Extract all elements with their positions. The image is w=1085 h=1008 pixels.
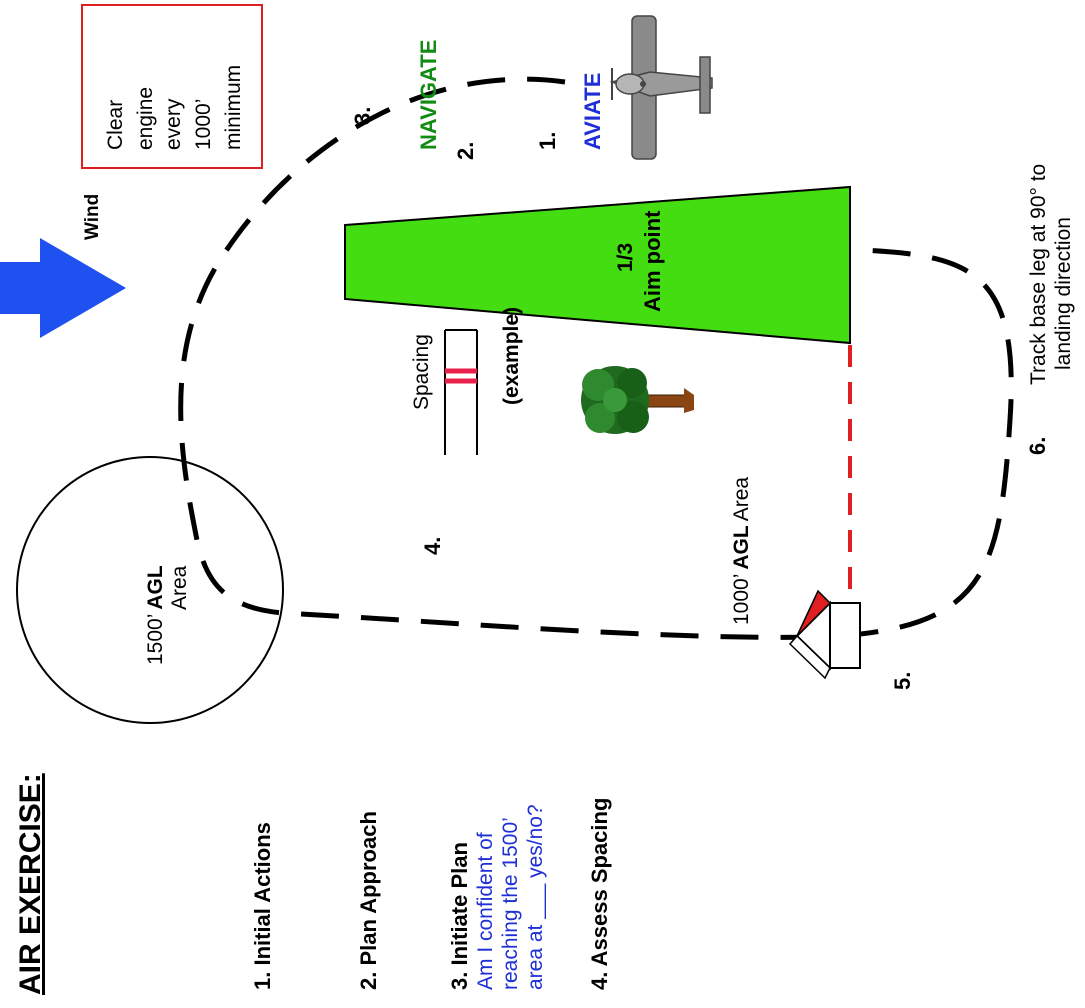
step-number-5: 5. — [890, 672, 915, 690]
aim-point-fraction: 1/3 — [614, 243, 637, 272]
clear-engine-line-5: minimum — [222, 65, 245, 150]
circle-area-label: Area — [168, 565, 191, 610]
step-number-4: 4. — [420, 537, 445, 555]
high-key-circle — [16, 456, 284, 724]
house-icon — [788, 589, 861, 680]
track-note-line-2: landing direction — [1052, 217, 1075, 370]
clear-engine-line-2: engine — [134, 87, 157, 150]
spacing-label: Spacing — [410, 334, 433, 410]
wind-label: Wind — [82, 194, 103, 240]
track-note-line-1: Track base leg at 90° to — [1027, 164, 1050, 385]
step-3-label: 3. Initiate Plan — [447, 842, 472, 990]
clear-engine-box — [81, 4, 263, 169]
navigate-number: 2. — [453, 142, 478, 160]
clear-engine-line-3: every — [162, 98, 185, 150]
step-1-label: 1. Initial Actions — [250, 822, 275, 990]
glide-path — [178, 76, 1014, 640]
step-3-line-3: area at ___ yes/no? — [524, 804, 547, 990]
area-1000-label: 1000’AGLArea — [730, 477, 753, 625]
aim-point-label: Aim point — [640, 210, 665, 312]
navigate-label: NAVIGATE — [416, 40, 441, 150]
tree-icon — [581, 366, 694, 434]
step-3-line-2: reaching the 1500’ — [499, 817, 522, 990]
wind-arrow-icon — [0, 238, 126, 338]
aviate-number: 1. — [535, 132, 560, 150]
exercise-title: AIR EXERCISE: — [14, 773, 47, 995]
step-2-label: 2. Plan Approach — [356, 811, 381, 990]
circle-altitude-label: 1500’AGL — [144, 565, 167, 665]
step-4-label: 4. Assess Spacing — [587, 798, 612, 990]
step-3-line-1: Am I confident of — [474, 832, 497, 990]
landing-field — [344, 185, 851, 345]
spacing-example-label: (example) — [500, 307, 523, 405]
clear-engine-line-1: Clear — [104, 100, 127, 150]
step-number-6: 6. — [1025, 437, 1050, 455]
clear-engine-line-4: 1000’ — [192, 99, 215, 150]
aviate-label: AVIATE — [580, 73, 605, 150]
airplane-icon — [609, 15, 713, 160]
step-number-3: 3. — [350, 107, 375, 125]
